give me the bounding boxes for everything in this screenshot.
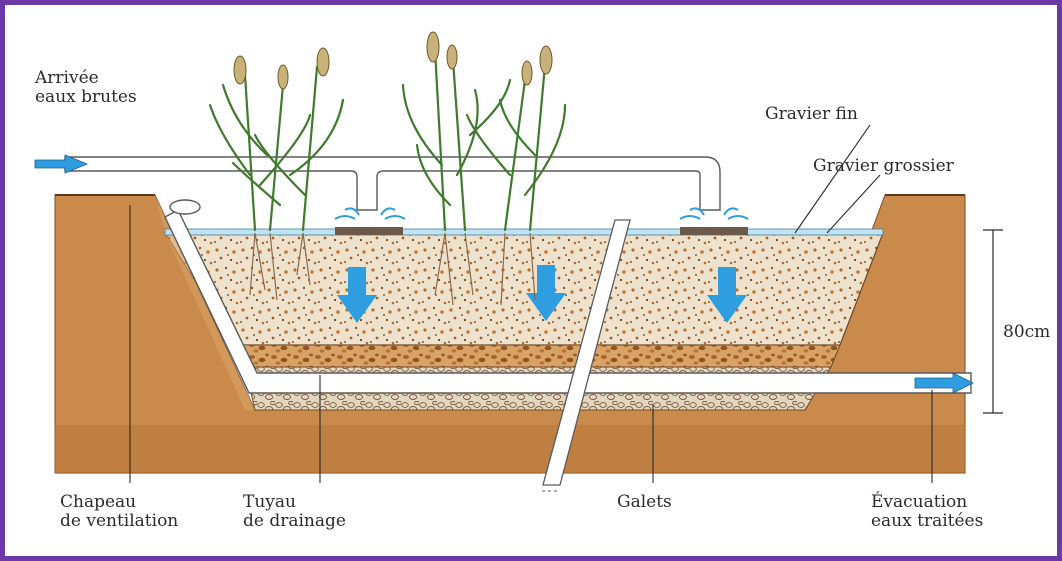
label-coarse-gravel: Gravier grossier (813, 157, 954, 176)
label-inlet: Arrivée eaux brutes (35, 69, 137, 107)
label-inlet-line1: Arrivée (35, 69, 137, 88)
inlet-pipe (65, 157, 720, 210)
water-surface (165, 229, 883, 235)
label-vent-cap: Chapeau de ventilation (60, 493, 178, 531)
label-drain-pipe-line1: Tuyau (243, 493, 346, 512)
soil-shadow (55, 425, 965, 473)
label-drain-pipe: Tuyau de drainage (243, 493, 346, 531)
label-outlet-line1: Évacuation (871, 493, 983, 512)
label-fine-gravel: Gravier fin (765, 105, 858, 124)
label-vent-cap-line2: de ventilation (60, 512, 178, 531)
reed-plumes (234, 32, 552, 89)
label-vent-cap-line1: Chapeau (60, 493, 178, 512)
splash-plate-left (335, 227, 403, 235)
label-outlet-line2: eaux traitées (871, 512, 983, 531)
label-inlet-line2: eaux brutes (35, 88, 137, 107)
reed-bed-cross-section (5, 5, 1057, 556)
depth-dimension (983, 230, 1003, 413)
label-drain-pipe-line2: de drainage (243, 512, 346, 531)
splash-plate-right (680, 227, 748, 235)
label-pebbles: Galets (617, 493, 672, 512)
label-outlet: Évacuation eaux traitées (871, 493, 983, 531)
reed-plants (210, 50, 565, 230)
coarse-gravel-layer (235, 345, 840, 367)
fine-gravel-layer (165, 233, 883, 345)
label-depth: 80cm (1003, 323, 1050, 342)
vent-cap-top (170, 200, 200, 214)
